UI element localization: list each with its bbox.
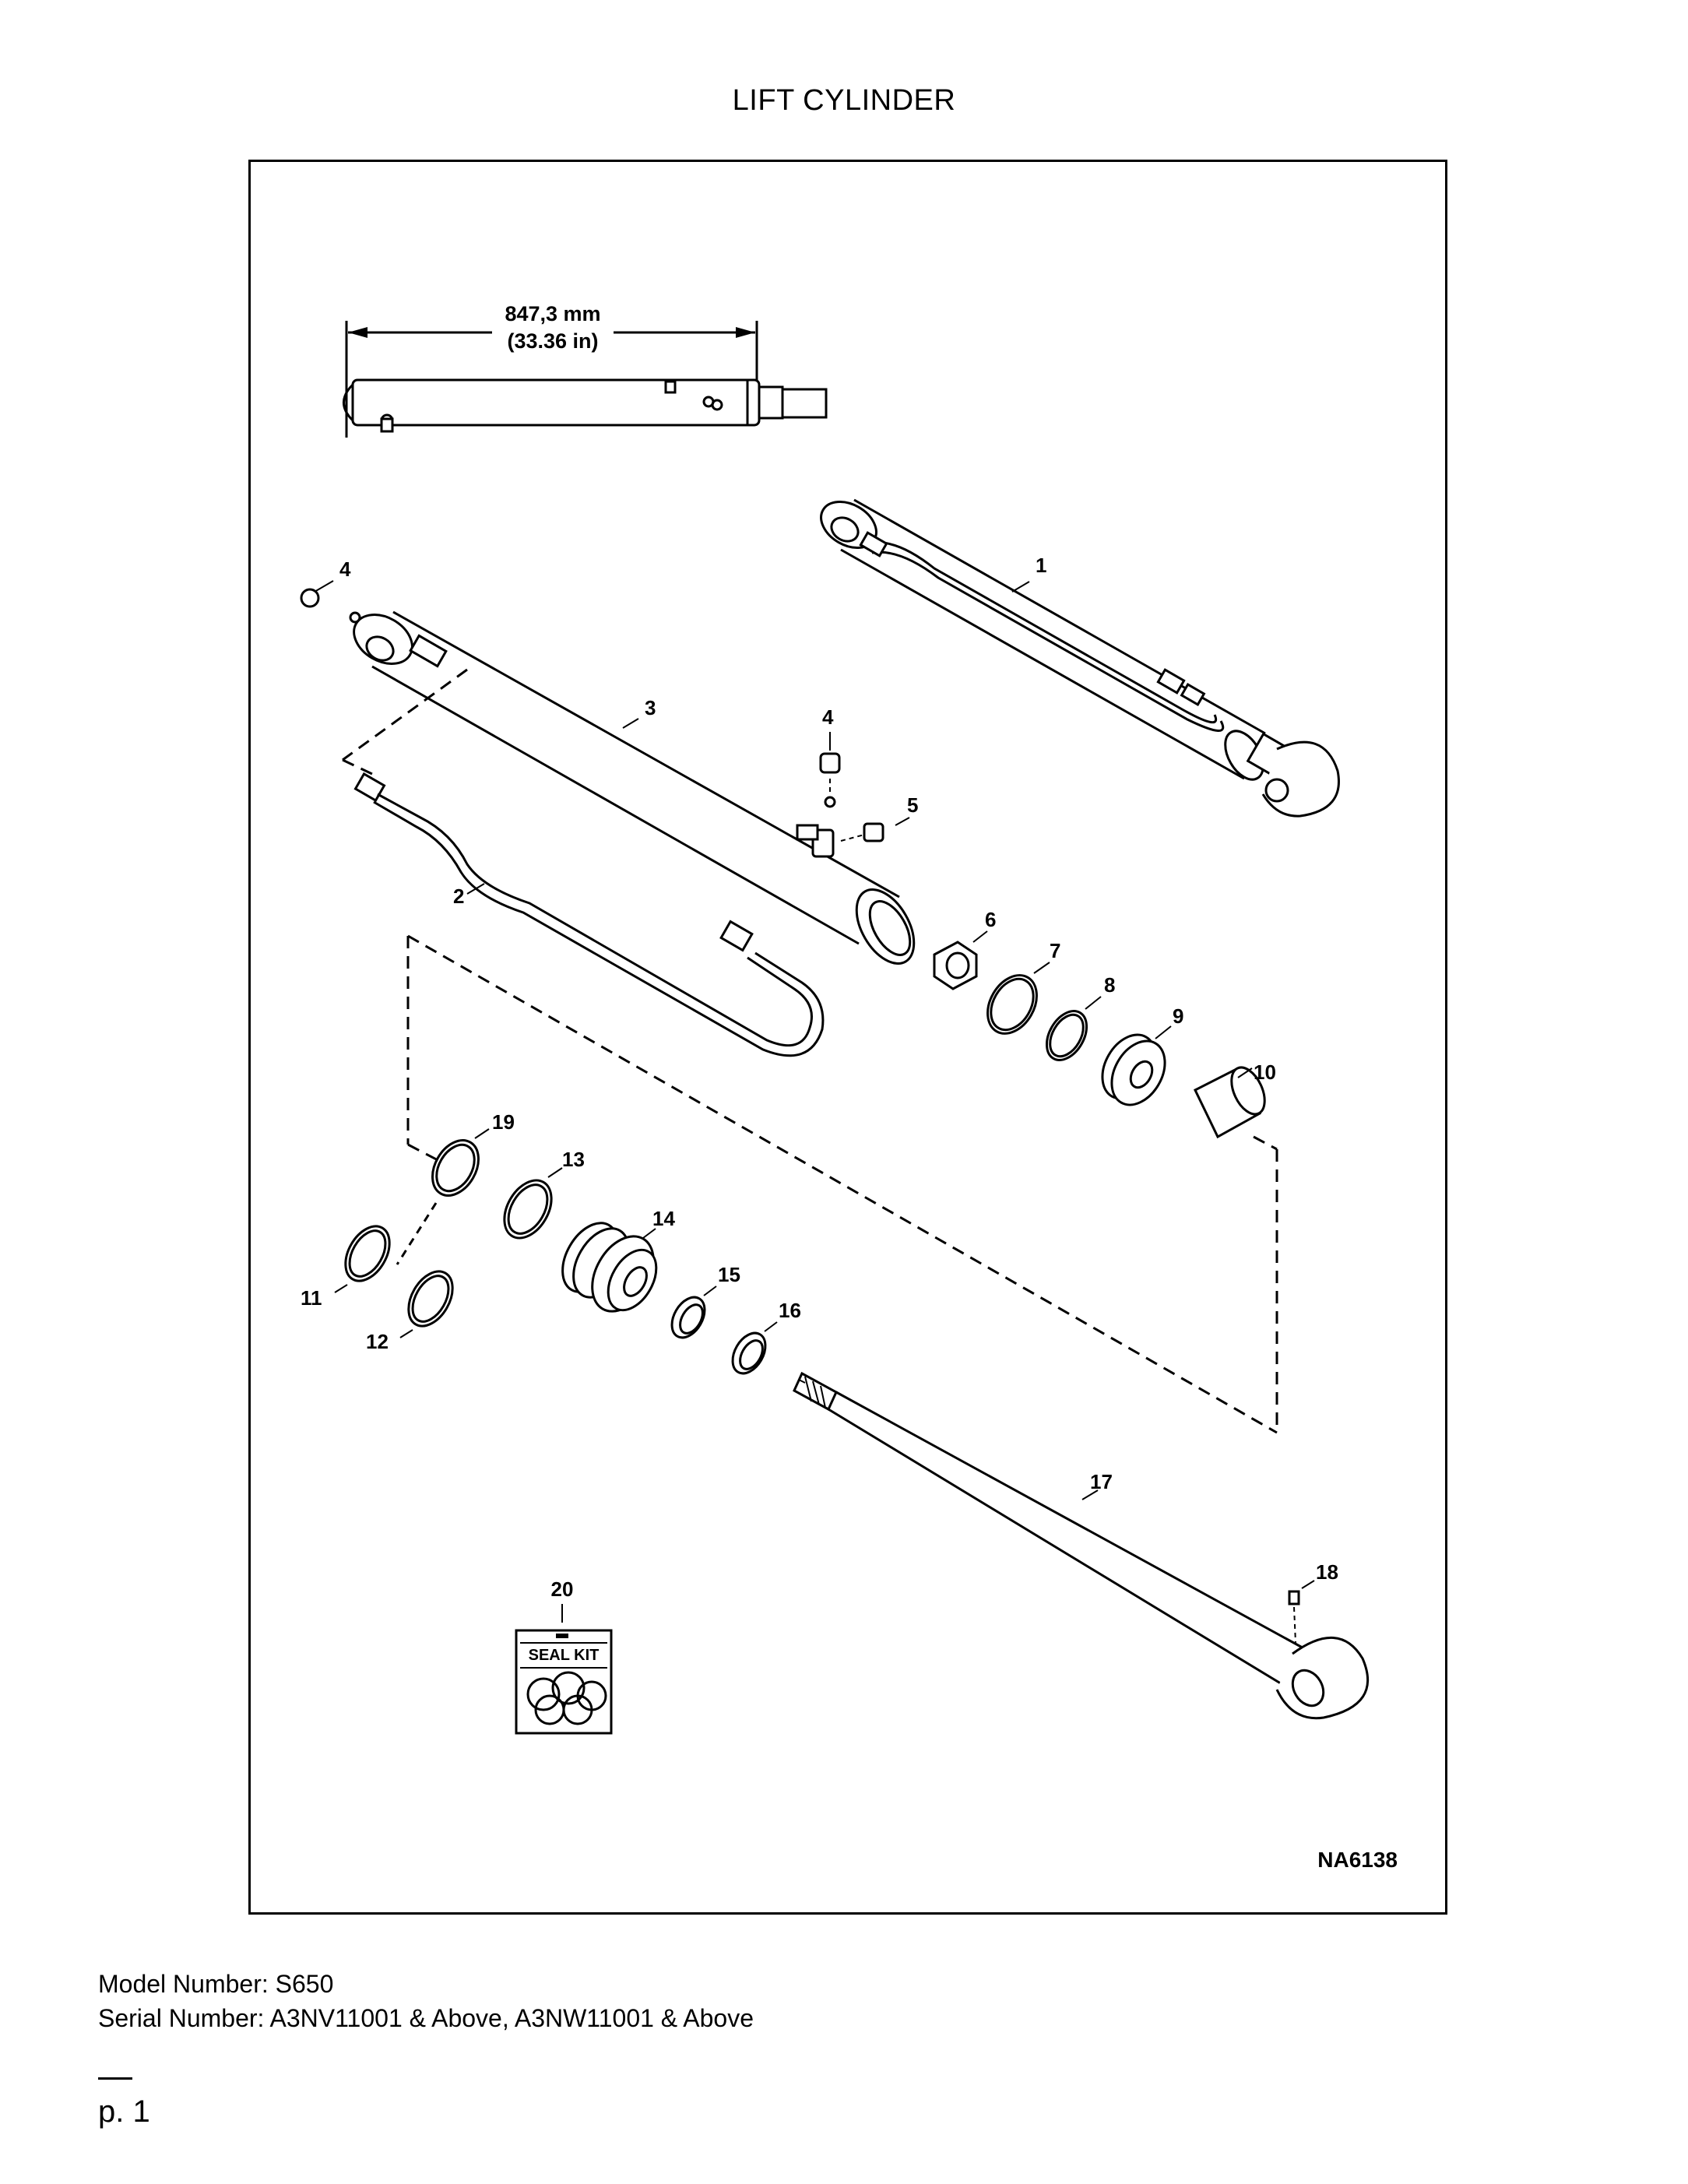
callout-5: 5 xyxy=(907,793,918,817)
diagram-frame xyxy=(248,160,1447,1915)
callout-6: 6 xyxy=(985,908,996,931)
part-15-ring: 15 xyxy=(670,1263,740,1339)
part-3-barrel: 3 xyxy=(342,610,916,965)
page-number: p. 1 xyxy=(98,2094,150,2129)
callout-9: 9 xyxy=(1173,1004,1183,1028)
callout-17: 17 xyxy=(1090,1470,1113,1493)
part-7-o-ring: 7 xyxy=(986,939,1060,1035)
dimension-mm-label: 847,3 mm xyxy=(505,302,600,325)
part-20-seal-kit: 20 SEAL KIT xyxy=(515,1577,613,1735)
part-4-fitting-left: 4 xyxy=(300,557,361,624)
assembly-dashed-guide xyxy=(406,934,1278,1434)
part-4-fitting-center: 4 xyxy=(796,705,841,858)
callout-19: 19 xyxy=(492,1110,515,1134)
part-18-grease-fitting: 18 xyxy=(1288,1560,1338,1644)
callout-11: 11 xyxy=(301,1286,322,1310)
callout-14: 14 xyxy=(652,1207,675,1230)
callout-3: 3 xyxy=(645,696,656,719)
callout-18: 18 xyxy=(1316,1560,1338,1584)
part-8-ring: 8 xyxy=(1045,973,1115,1061)
part-13-ring: 13 xyxy=(503,1148,585,1240)
dimension-in-label: (33.36 in) xyxy=(507,329,598,353)
callout-15: 15 xyxy=(718,1263,740,1286)
part-19-ring: 19 xyxy=(396,1110,515,1265)
part-11-ring: 11 xyxy=(301,1225,391,1310)
assembled-cylinder-view: 847,3 mm (33.36 in) xyxy=(343,302,828,438)
part-1-complete-cylinder: 1 xyxy=(820,498,1340,818)
part-16-ring: 16 xyxy=(731,1299,801,1375)
callout-4-center: 4 xyxy=(822,705,834,729)
page-rule xyxy=(98,2077,132,2080)
part-6-nut: 6 xyxy=(933,908,996,990)
part-17-rod: 17 xyxy=(793,1371,1370,1720)
callout-8: 8 xyxy=(1104,973,1115,997)
part-2-tube: 2 xyxy=(353,772,825,1057)
seal-kit-label: SEAL KIT xyxy=(529,1647,600,1664)
part-9-piston: 9 xyxy=(1101,1004,1183,1106)
callout-20: 20 xyxy=(551,1577,574,1601)
callout-2: 2 xyxy=(453,885,464,908)
callout-1: 1 xyxy=(1036,554,1046,577)
callout-13: 13 xyxy=(562,1148,585,1171)
model-number: Model Number: S650 xyxy=(98,1970,334,1998)
part-5-fitting: 5 xyxy=(840,793,918,842)
page-title: LIFT CYLINDER xyxy=(732,84,956,117)
part-12-ring: 12 xyxy=(366,1270,454,1353)
part-10-spacer: 10 xyxy=(1194,1060,1276,1139)
callout-4-left: 4 xyxy=(339,557,351,581)
callout-7: 7 xyxy=(1050,939,1060,962)
serial-number: Serial Number: A3NV11001 & Above, A3NW11… xyxy=(98,2004,754,2032)
reference-code: NA6138 xyxy=(1317,1848,1398,1872)
callout-12: 12 xyxy=(366,1330,389,1353)
part-14-head: 14 xyxy=(561,1207,675,1313)
callout-10: 10 xyxy=(1254,1060,1276,1084)
callout-16: 16 xyxy=(779,1299,801,1322)
